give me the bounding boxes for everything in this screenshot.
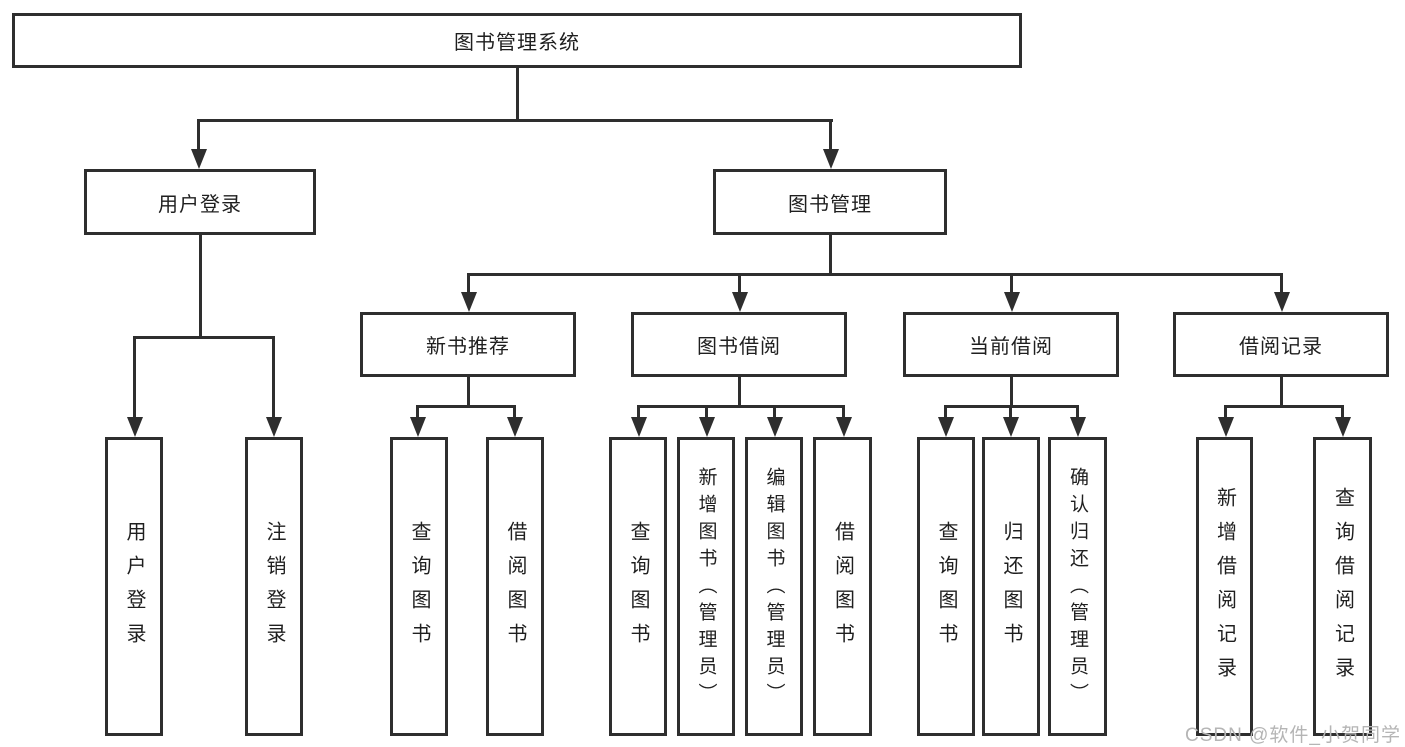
node-current-borrow-label: 当前借阅 xyxy=(969,336,1053,358)
leaf-logout-label: 注销登录 xyxy=(263,520,285,657)
connector-root-drop-right xyxy=(829,119,832,151)
arrow-down-icon xyxy=(266,417,282,437)
leaf-borrow-add-admin-label: 新增图书（管理员） xyxy=(695,467,717,710)
leaf-current-query-label: 查询图书 xyxy=(935,520,957,657)
connector-root-stem xyxy=(516,68,519,119)
leaf-newbook-borrow: 借阅图书 xyxy=(486,437,544,736)
arrow-down-icon xyxy=(461,292,477,312)
connector-userlogin-bar xyxy=(133,336,275,339)
leaf-record-add-label: 新增借阅记录 xyxy=(1213,486,1236,691)
leaf-current-return-label: 归还图书 xyxy=(1000,520,1022,657)
node-root: 图书管理系统 xyxy=(12,13,1022,68)
connector-bookborrow-drop-2 xyxy=(705,405,708,419)
connector-currentborrow-drop-1 xyxy=(944,405,947,419)
connector-currentborrow-drop-2 xyxy=(1009,405,1012,419)
node-book-borrow-label: 图书借阅 xyxy=(697,336,781,358)
connector-records-bar xyxy=(1224,405,1344,408)
node-current-borrow: 当前借阅 xyxy=(903,312,1119,377)
connector-root-drop-left xyxy=(197,119,200,151)
leaf-borrow-edit-admin: 编辑图书（管理员） xyxy=(745,437,803,736)
connector-bookmgmt-drop-4 xyxy=(1280,273,1283,295)
leaf-borrow-add-admin: 新增图书（管理员） xyxy=(677,437,735,736)
node-root-label: 图书管理系统 xyxy=(454,32,580,54)
connector-bookmgmt-stem xyxy=(829,235,832,273)
arrow-down-icon xyxy=(732,292,748,312)
arrow-down-icon xyxy=(631,417,647,437)
connector-bookborrow-stem xyxy=(738,377,741,408)
arrow-down-icon xyxy=(1274,292,1290,312)
arrow-down-icon xyxy=(1070,417,1086,437)
arrow-down-icon xyxy=(410,417,426,437)
node-book-borrow: 图书借阅 xyxy=(631,312,847,377)
leaf-borrow-query: 查询图书 xyxy=(609,437,667,736)
connector-newbook-drop-1 xyxy=(416,405,419,419)
arrow-down-icon xyxy=(191,149,207,169)
node-borrow-records-label: 借阅记录 xyxy=(1239,336,1323,358)
connector-newbook-stem xyxy=(467,377,470,408)
leaf-user-login: 用户登录 xyxy=(105,437,163,736)
leaf-user-login-label: 用户登录 xyxy=(123,520,145,657)
leaf-borrow-edit-admin-label: 编辑图书（管理员） xyxy=(763,467,785,710)
arrow-down-icon xyxy=(507,417,523,437)
connector-currentborrow-drop-3 xyxy=(1076,405,1079,419)
connector-bookmgmt-drop-3 xyxy=(1010,273,1013,295)
arrow-down-icon xyxy=(1003,417,1019,437)
leaf-borrow-book-label: 借阅图书 xyxy=(831,520,854,657)
csdn-watermark: CSDN @软件_小贺同学 xyxy=(1185,725,1401,746)
connector-records-stem xyxy=(1280,377,1283,408)
connector-userlogin-drop-1 xyxy=(133,336,136,419)
connector-bookborrow-bar xyxy=(637,405,845,408)
arrow-down-icon xyxy=(1218,417,1234,437)
leaf-current-confirm-admin: 确认归还（管理员） xyxy=(1048,437,1107,736)
connector-currentborrow-stem xyxy=(1010,377,1013,408)
arrow-down-icon xyxy=(1335,417,1351,437)
connector-newbook-bar xyxy=(416,405,516,408)
connector-bookborrow-drop-1 xyxy=(637,405,640,419)
connector-newbook-drop-2 xyxy=(513,405,516,419)
leaf-newbook-borrow-label: 借阅图书 xyxy=(504,520,526,657)
arrow-down-icon xyxy=(127,417,143,437)
leaf-record-query: 查询借阅记录 xyxy=(1313,437,1372,736)
connector-userlogin-drop-2 xyxy=(272,336,275,419)
leaf-record-add: 新增借阅记录 xyxy=(1196,437,1253,736)
connector-bookborrow-drop-3 xyxy=(773,405,776,419)
connector-records-drop-2 xyxy=(1341,405,1344,419)
connector-bookmgmt-drop-1 xyxy=(467,273,470,295)
arrow-down-icon xyxy=(823,149,839,169)
node-borrow-records: 借阅记录 xyxy=(1173,312,1389,377)
node-book-management: 图书管理 xyxy=(713,169,947,235)
connector-bookmgmt-bar xyxy=(467,273,1283,276)
connector-root-bar xyxy=(197,119,833,122)
leaf-current-query: 查询图书 xyxy=(917,437,975,736)
arrow-down-icon xyxy=(938,417,954,437)
leaf-newbook-query: 查询图书 xyxy=(390,437,448,736)
node-new-book-recommend-label: 新书推荐 xyxy=(426,336,510,358)
leaf-borrow-book: 借阅图书 xyxy=(813,437,872,736)
connector-records-drop-1 xyxy=(1224,405,1227,419)
leaf-current-return: 归还图书 xyxy=(982,437,1040,736)
node-user-login-label: 用户登录 xyxy=(158,193,242,216)
node-book-management-label: 图书管理 xyxy=(788,193,872,216)
arrow-down-icon xyxy=(836,417,852,437)
leaf-newbook-query-label: 查询图书 xyxy=(408,520,430,657)
node-user-login: 用户登录 xyxy=(84,169,316,235)
arrow-down-icon xyxy=(699,417,715,437)
leaf-logout: 注销登录 xyxy=(245,437,303,736)
leaf-record-query-label: 查询借阅记录 xyxy=(1331,486,1354,691)
connector-bookmgmt-drop-2 xyxy=(738,273,741,295)
connector-userlogin-stem xyxy=(199,235,202,336)
connector-bookborrow-drop-4 xyxy=(842,405,845,419)
node-new-book-recommend: 新书推荐 xyxy=(360,312,576,377)
arrow-down-icon xyxy=(767,417,783,437)
leaf-borrow-query-label: 查询图书 xyxy=(627,520,649,657)
arrow-down-icon xyxy=(1004,292,1020,312)
leaf-current-confirm-admin-label: 确认归还（管理员） xyxy=(1067,467,1088,710)
